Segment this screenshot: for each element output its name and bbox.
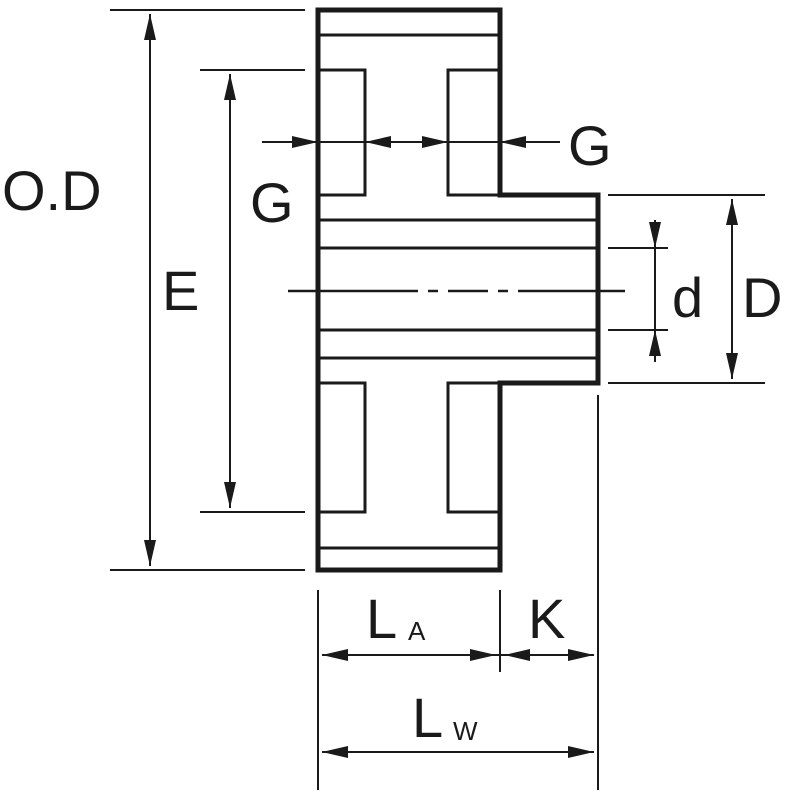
- dimension-labels: O.D E G G d D L A K L W: [2, 114, 782, 749]
- extension-lines: [110, 9, 765, 790]
- gear-part: [288, 7, 625, 573]
- label-e: E: [162, 259, 199, 322]
- label-lw: L W: [412, 686, 478, 749]
- dimension-lw: [322, 746, 594, 758]
- dimension-big-d: [726, 199, 738, 379]
- dimension-la-k: [322, 649, 594, 661]
- label-la-main: L: [366, 587, 397, 650]
- upper-left-recess: [318, 68, 367, 197]
- dimension-g: [262, 136, 560, 148]
- dimension-od: [144, 14, 156, 566]
- dimension-e: [224, 74, 236, 508]
- lower-left-recess: [318, 381, 367, 514]
- label-lw-sub: W: [453, 716, 478, 746]
- label-k: K: [528, 587, 565, 650]
- label-g-left: G: [250, 171, 294, 234]
- label-small-d: d: [672, 266, 703, 329]
- label-g-right: G: [568, 114, 612, 177]
- dimension-small-d: [649, 220, 661, 362]
- label-la: L A: [366, 587, 426, 650]
- label-lw-main: L: [412, 686, 443, 749]
- lower-right-recess: [446, 381, 500, 514]
- label-la-sub: A: [408, 616, 426, 646]
- label-od: O.D: [2, 159, 102, 222]
- label-big-d: D: [742, 266, 782, 329]
- upper-right-recess: [446, 68, 500, 197]
